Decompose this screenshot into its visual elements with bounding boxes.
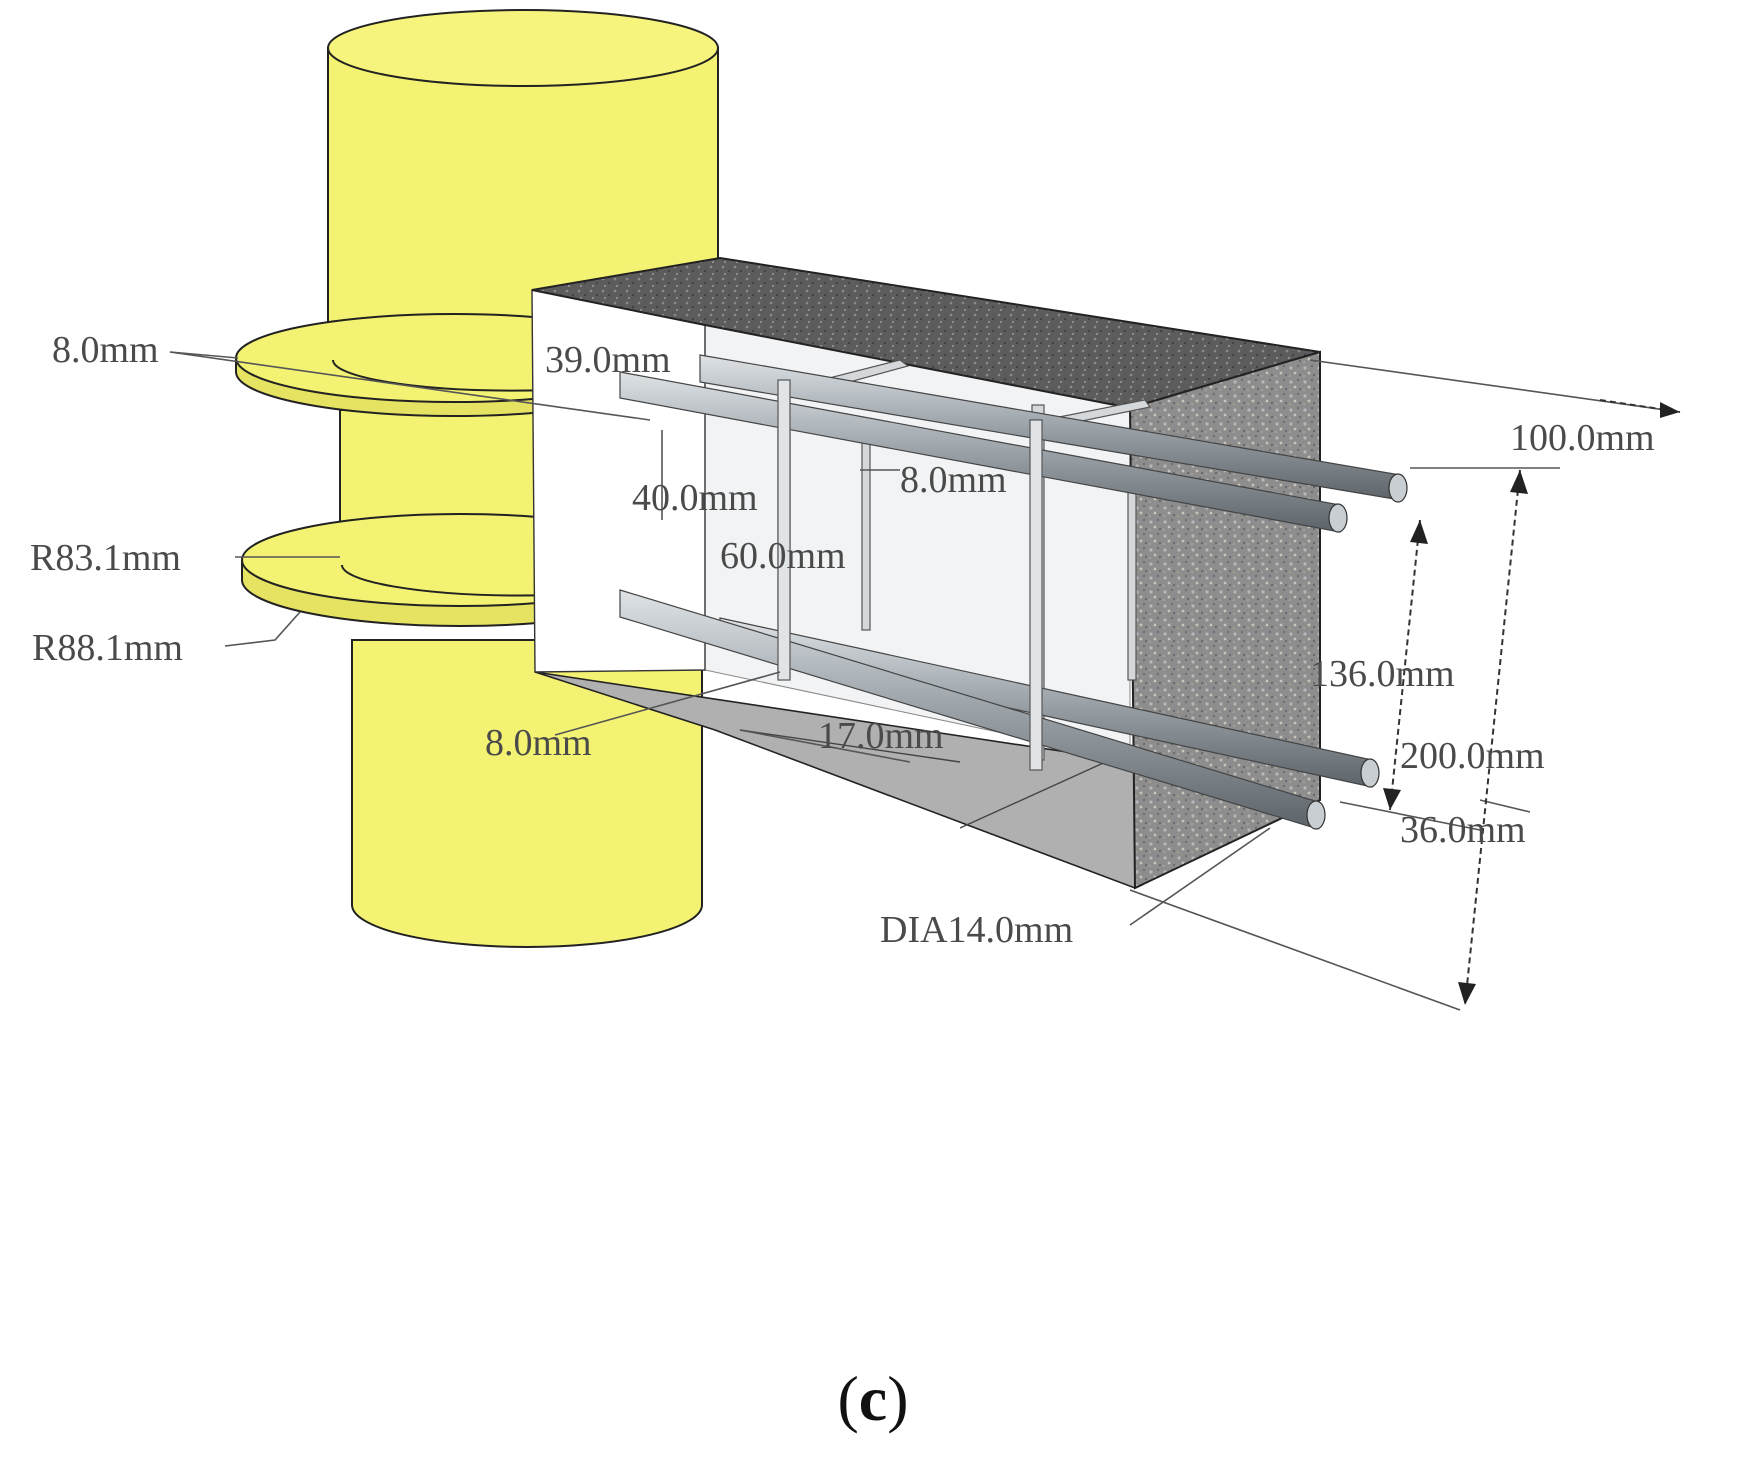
rebar-cage [619,354,1408,830]
label-bottom-cover: 36.0mm [1400,809,1526,851]
dimension-lines [169,351,1681,1011]
label-plate-top-thickness: 8.0mm [52,329,159,371]
tube-top-face [327,9,719,87]
label-plate-bottom-thickness: 8.0mm [485,722,592,764]
stirrup-3 [861,429,871,631]
top-rebars [619,354,1408,533]
front-stirrup-2 [1029,419,1043,771]
bottom-rebars [619,589,1380,830]
tube-bottom-section [351,639,703,948]
caption-close: ) [887,1363,908,1434]
label-bottom-offset: 17.0mm [818,715,944,757]
label-beam-height: 200.0mm [1400,735,1545,777]
label-rebar-spacing: 136.0mm [1310,653,1455,695]
figure-caption: (c) [837,1363,908,1434]
label-cover-top: 39.0mm [545,339,671,381]
caption-letter: c [859,1363,887,1434]
label-stirrup-dia: 8.0mm [900,459,1007,501]
label-bracket-depth: 60.0mm [720,535,846,577]
label-outer-radius: R88.1mm [32,627,183,669]
dimension-labels: 8.0mm R83.1mm R88.1mm 8.0mm 39.0mm 40.0m… [30,329,1655,951]
front-stirrups [777,379,1043,771]
front-stirrup-1 [777,379,791,681]
label-beam-width: 100.0mm [1510,417,1655,459]
label-inner-radius: R83.1mm [30,537,181,579]
caption-open: ( [837,1363,858,1434]
label-bracket-height: 40.0mm [632,477,758,519]
label-rebar-dia: DIA14.0mm [880,909,1073,951]
stirrup-4 [1127,469,1137,681]
